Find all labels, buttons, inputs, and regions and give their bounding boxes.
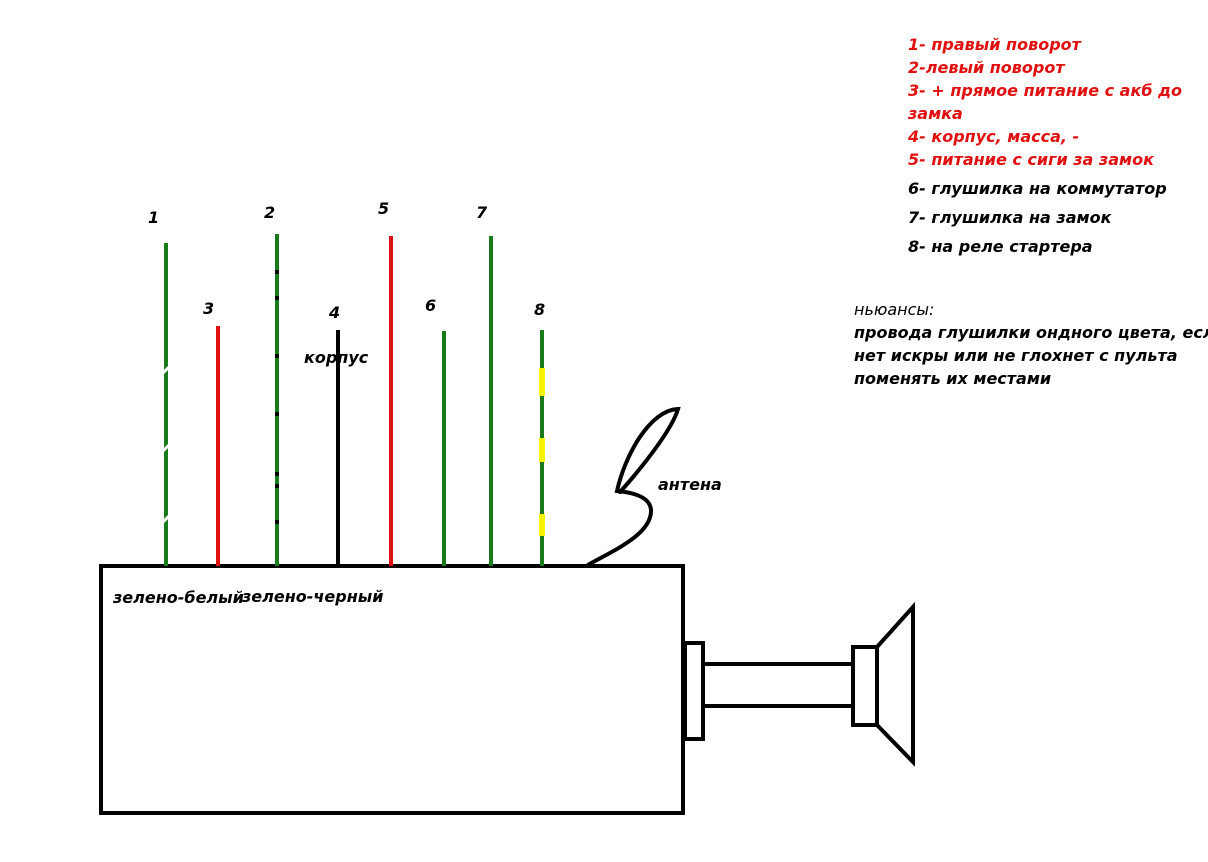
notes-line: нет искры или не глохнет с пульта xyxy=(854,346,1178,365)
wire-number-1: 1 xyxy=(148,208,160,227)
notes-heading: ньюансы: xyxy=(854,300,935,319)
green-black-label: зелено-черный xyxy=(242,587,384,606)
wire-number-7: 7 xyxy=(476,203,488,222)
antenna-label: антена xyxy=(658,475,722,494)
legend-item-4: 4- корпус, масса, - xyxy=(908,127,1080,146)
legend-item-1: 1- правый поворот xyxy=(908,35,1081,54)
siren-horn xyxy=(683,601,915,767)
legend-item-5: 5- питание с сиги за замок xyxy=(908,150,1154,169)
legend-item-3-cont: замка xyxy=(908,104,963,123)
green-white-label: зелено-белый xyxy=(113,588,244,607)
legend-item-2: 2-левый поворот xyxy=(908,58,1065,77)
legend-item-6: 6- глушилка на коммутатор xyxy=(908,179,1167,198)
wire-number-8: 8 xyxy=(534,300,546,319)
wire-number-2: 2 xyxy=(264,203,276,222)
wire-number-6: 6 xyxy=(425,296,437,315)
notes-line: поменять их местами xyxy=(854,369,1052,388)
wire-1-stripe xyxy=(160,364,172,376)
antenna-wire xyxy=(586,406,681,567)
legend-item-7: 7- глушилка на замок xyxy=(908,208,1112,227)
wire-number-5: 5 xyxy=(378,199,390,218)
wire-2-black-marks xyxy=(275,270,279,524)
wire-8-yellow-marks xyxy=(539,368,545,536)
legend-item-8: 8- на реле стартера xyxy=(908,237,1093,256)
wire-number-3: 3 xyxy=(203,299,215,318)
wire-1-stripe xyxy=(160,442,172,454)
notes-block: ньюансы: провода глушилки ондного цвета,… xyxy=(854,298,1208,390)
wire-number-4: 4 xyxy=(329,303,341,322)
notes-line: провода глушилки ондного цвета, если xyxy=(854,323,1208,342)
wire-1-stripe xyxy=(160,513,172,525)
body-wire-label: корпус xyxy=(304,348,369,367)
legend-item-3: 3- + прямое питание с акб до xyxy=(908,81,1182,100)
